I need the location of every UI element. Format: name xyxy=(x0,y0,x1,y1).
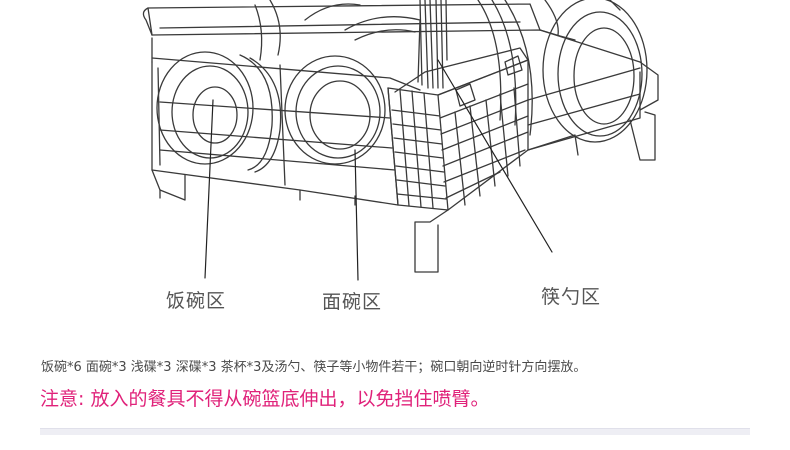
noodle-zone-leader xyxy=(354,149,359,281)
rice-bowl-2 xyxy=(239,54,282,173)
rack-wires xyxy=(151,0,659,273)
warning-text: 注意: 放入的餐具不得从碗篮底伸出，以免挡住喷臂。 xyxy=(40,388,490,410)
rice-zone-leader xyxy=(204,99,214,279)
loading-capacity-note: 饭碗*6 面碗*3 浅碟*3 深碟*3 茶杯*3及汤勺、筷子等小物件若干；碗口朝… xyxy=(41,360,587,375)
chopsticks-bundle xyxy=(419,0,448,89)
plate-right xyxy=(542,0,648,143)
dish-rack-illustration xyxy=(142,0,659,281)
rice-bowl-zone-label: 饭碗区 xyxy=(166,290,227,312)
leader-lines xyxy=(204,59,553,281)
cutlery-basket xyxy=(387,47,529,211)
noodle-bowl xyxy=(284,55,386,165)
noodle-bowl-zone-label: 面碗区 xyxy=(322,291,383,313)
chopsticks-zone-label: 筷勺区 xyxy=(541,286,602,308)
footer-divider xyxy=(40,428,750,435)
chopsticks-zone-leader xyxy=(437,59,553,253)
